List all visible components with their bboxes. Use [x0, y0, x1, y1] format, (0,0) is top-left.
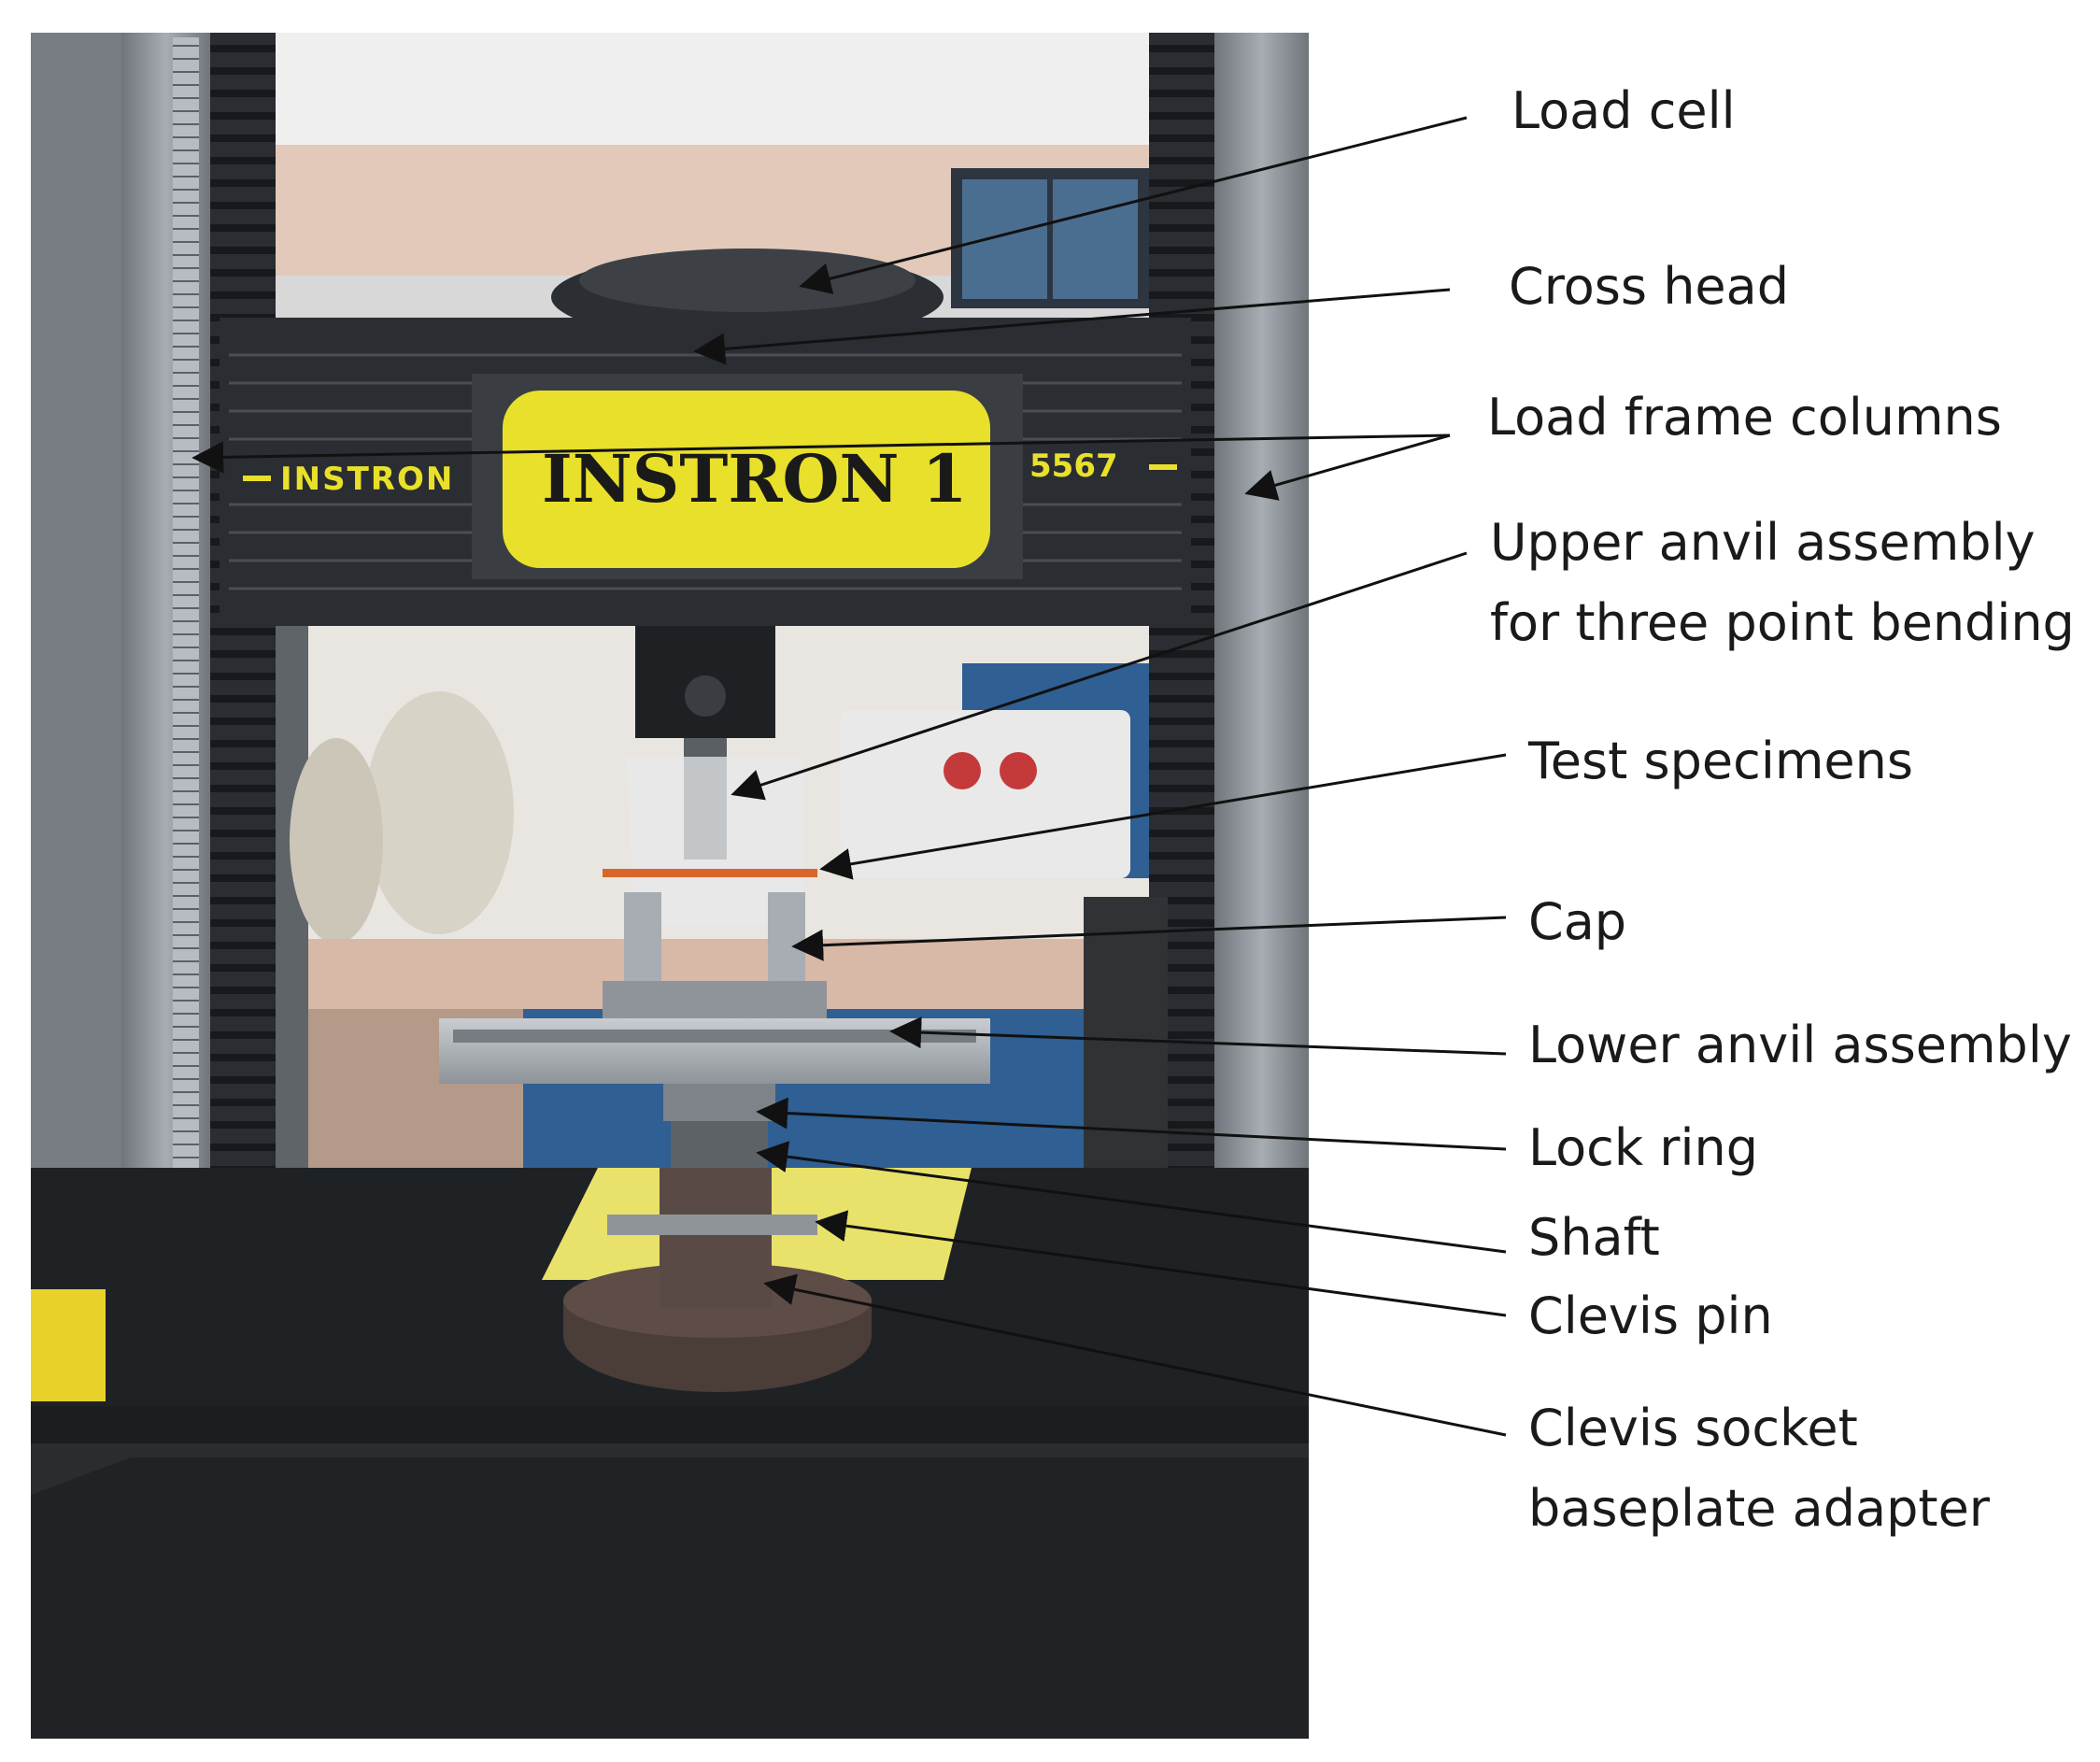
- label-cross-head: Cross head: [1509, 257, 1790, 316]
- label-clevis-pin: Clevis pin: [1528, 1286, 1773, 1345]
- label-upper-anvil-line1: Upper anvil assembly: [1490, 513, 2036, 572]
- label-cap: Cap: [1528, 892, 1627, 951]
- label-load-frame-columns: Load frame columns: [1487, 388, 2002, 447]
- label-test-specimens: Test specimens: [1528, 732, 1914, 790]
- label-shaft: Shaft: [1528, 1208, 1660, 1267]
- label-clevis-socket-line2: baseplate adapter: [1528, 1479, 1990, 1538]
- label-lock-ring: Lock ring: [1528, 1118, 1759, 1177]
- label-clevis-socket-line1: Clevis socket: [1528, 1399, 1858, 1457]
- model-number-text: 5567: [1029, 448, 1118, 485]
- brand-badge-text: INSTRON 1: [542, 440, 968, 518]
- brand-left-text: INSTRON: [280, 461, 455, 498]
- label-load-cell: Load cell: [1511, 81, 1736, 140]
- label-lower-anvil: Lower anvil assembly: [1528, 1016, 2072, 1074]
- label-upper-anvil-line2: for three point bending: [1490, 593, 2075, 652]
